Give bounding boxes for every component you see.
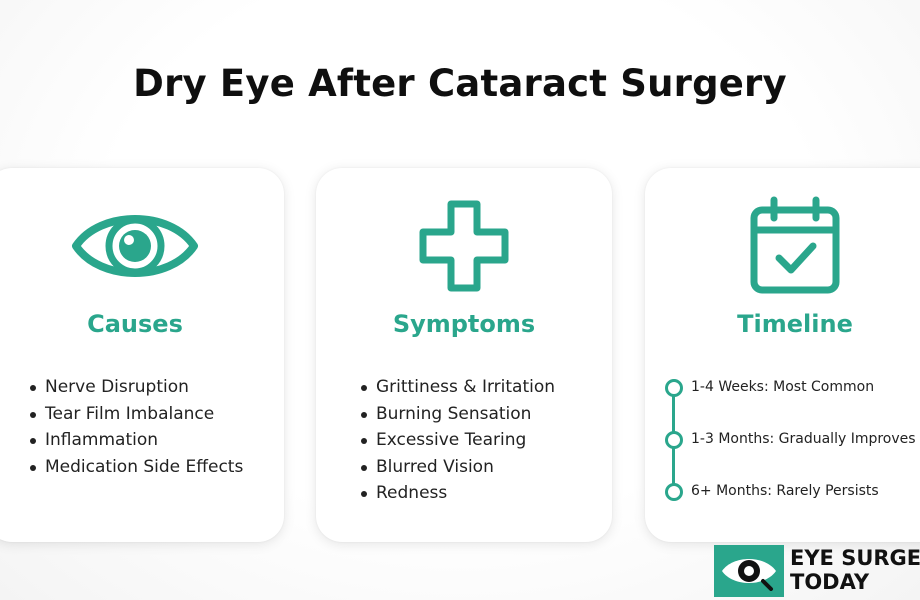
eye-icon (70, 196, 200, 296)
calendar-check-icon (730, 196, 860, 296)
list-item: Nerve Disruption (30, 374, 243, 401)
brand-name: EYE SURGERY TODAY (790, 546, 920, 594)
list-item: Excessive Tearing (361, 427, 555, 454)
timeline-dot (665, 483, 683, 501)
list-item: Medication Side Effects (30, 454, 243, 481)
brand-line-1: EYE SURGERY (790, 546, 920, 570)
page-title: Dry Eye After Cataract Surgery (133, 62, 787, 105)
timeline-text: 6+ Months: Rarely Persists (691, 483, 879, 499)
timeline-card: Timeline 1-4 Weeks: Most Common 1-3 Mont… (645, 168, 920, 542)
brand-line-2: TODAY (790, 570, 870, 594)
list-item: Inflammation (30, 427, 243, 454)
causes-heading: Causes (87, 310, 183, 338)
list-item: Blurred Vision (361, 454, 555, 481)
list-item: Redness (361, 480, 555, 507)
symptoms-heading: Symptoms (392, 310, 536, 338)
timeline-list: 1-4 Weeks: Most Common 1-3 Months: Gradu… (665, 374, 920, 501)
symptoms-list: Grittiness & Irritation Burning Sensatio… (361, 374, 555, 507)
timeline-heading: Timeline (737, 310, 853, 338)
list-item: Grittiness & Irritation (361, 374, 555, 401)
timeline-dot (665, 431, 683, 449)
eye-logo-icon (714, 545, 784, 597)
timeline-text: 1-3 Months: Gradually Improves (691, 431, 916, 447)
plus-cross-icon (399, 196, 529, 296)
brand-logo: EYE SURGERY TODAY (714, 545, 920, 597)
list-item: Tear Film Imbalance (30, 401, 243, 428)
causes-card: Causes Nerve Disruption Tear Film Imbala… (0, 168, 284, 542)
causes-list: Nerve Disruption Tear Film Imbalance Inf… (30, 374, 243, 480)
timeline-text: 1-4 Weeks: Most Common (691, 379, 875, 395)
symptoms-card: Symptoms Grittiness & Irritation Burning… (316, 168, 612, 542)
timeline-dot (665, 379, 683, 397)
list-item: Burning Sensation (361, 401, 555, 428)
